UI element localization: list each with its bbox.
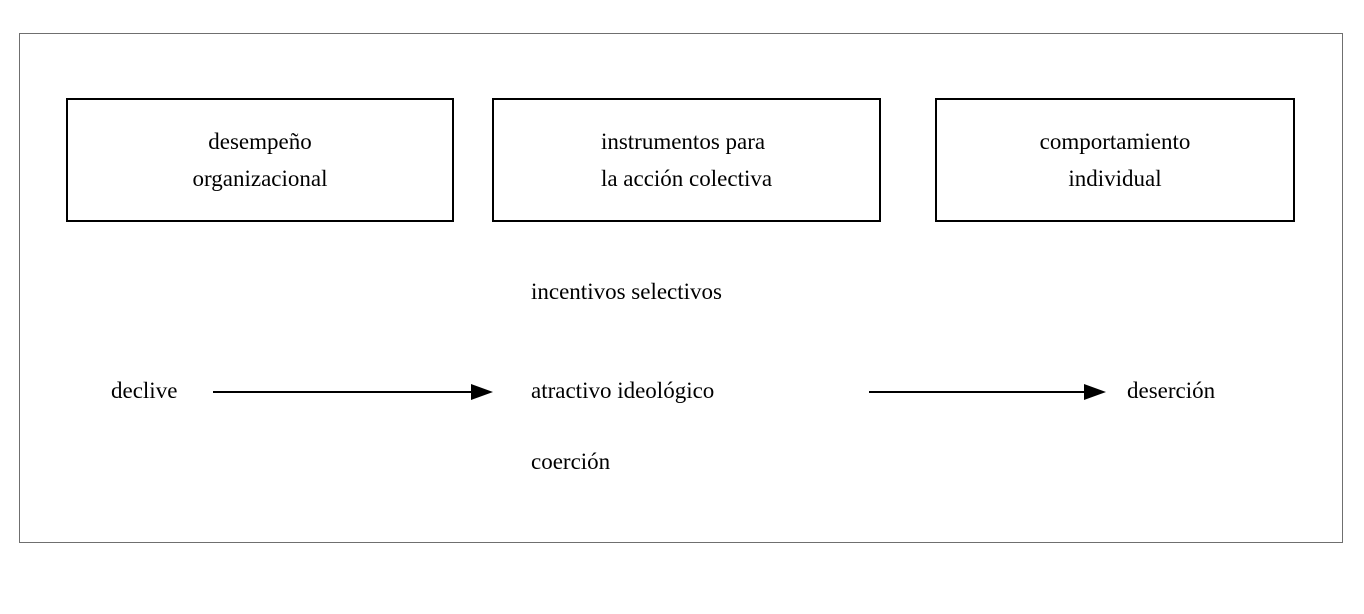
arrow-shaft: [213, 391, 473, 393]
label-incentivos-selectivos: incentivos selectivos: [531, 279, 722, 304]
label-coercion: coerción: [531, 449, 611, 474]
label-atractivo-ideologico: atractivo ideológico: [531, 378, 715, 403]
concept-box-collective-action-instruments: instrumentos para la acción colectiva: [492, 98, 881, 222]
concept-box-instruments-text: instrumentos para la acción colectiva: [601, 123, 772, 197]
arrow-instrumentos-to-desercion: [869, 383, 1106, 401]
arrow-declive-to-atractivo-ideologico: [213, 383, 493, 401]
concept-box-organizational-line-2: organizacional: [192, 166, 328, 191]
concept-box-individual-behavior: comportamiento individual: [935, 98, 1295, 222]
label-desercion: deserción: [1127, 378, 1216, 403]
label-declive: declive: [111, 378, 178, 403]
concept-box-organizational-performance: desempeño organizacional: [66, 98, 454, 222]
arrow-shaft: [869, 391, 1086, 393]
concept-box-instruments-line-1: instrumentos para: [600, 129, 766, 154]
concept-box-organizational-line-1: desempeño: [208, 129, 312, 154]
concept-box-instruments-line-2: la acción colectiva: [600, 166, 773, 191]
concept-box-individual-line-1: comportamiento: [1039, 129, 1191, 154]
concept-box-individual-text: comportamiento individual: [1040, 123, 1191, 197]
outer-frame: desempeño organizacional instrumentos pa…: [19, 33, 1343, 543]
arrow-head-icon: [1084, 384, 1106, 400]
arrow-head-icon: [471, 384, 493, 400]
concept-box-individual-line-2: individual: [1068, 166, 1162, 191]
concept-box-organizational-text: desempeño organizacional: [193, 123, 328, 197]
